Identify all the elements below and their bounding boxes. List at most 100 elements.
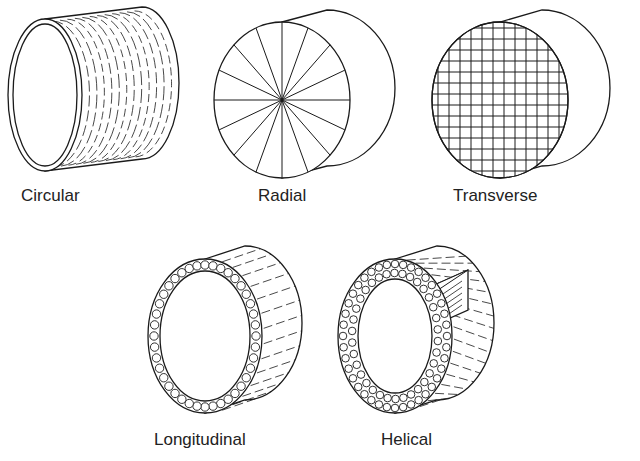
fiber-end: [231, 274, 239, 282]
fiber-end: [353, 361, 361, 369]
grid-line: [432, 28, 568, 29]
fiber-hatch: [257, 286, 295, 299]
fiber-end: [407, 391, 415, 399]
grid-line: [432, 171, 568, 172]
fiber-end: [251, 321, 259, 329]
fiber-hatch: [97, 16, 134, 162]
fiber-end: [349, 290, 357, 298]
fiber-end: [354, 383, 362, 391]
cylinder-end-face: [8, 19, 82, 171]
grid-line: [493, 22, 494, 178]
fiber-end: [357, 295, 365, 303]
radial-fiber: [282, 100, 330, 155]
grid-line: [537, 22, 538, 178]
fiber-end: [434, 337, 442, 345]
grid-line: [432, 138, 568, 139]
panel-label: Circular: [21, 186, 80, 206]
fiber-end: [407, 401, 415, 409]
fiber-hatch: [407, 256, 466, 260]
fiber-end: [209, 262, 217, 270]
fiber-end: [420, 285, 428, 293]
fiber-end: [438, 300, 446, 308]
fiber-end: [384, 394, 392, 402]
fiber-end: [407, 264, 415, 272]
fiber-end: [150, 343, 158, 351]
fiber-end: [249, 354, 257, 362]
fiber-end: [433, 349, 441, 357]
fiber-end: [348, 339, 356, 347]
fiber-end: [441, 310, 449, 318]
grid-line: [471, 22, 472, 178]
fiber-end: [406, 273, 414, 281]
grid-line: [482, 22, 483, 178]
fiber-end: [246, 364, 254, 372]
fiber-hatch: [222, 249, 260, 262]
fiber-end: [443, 343, 451, 351]
fiber-end: [354, 281, 362, 289]
fiber-hatch: [233, 254, 271, 267]
helical-cylinder: [338, 246, 494, 413]
fiber-end: [217, 399, 225, 407]
grid-line: [504, 22, 505, 178]
fiber-end: [201, 403, 209, 411]
fiber-end: [443, 321, 451, 329]
fiber-end: [375, 401, 383, 409]
fiber-end: [375, 264, 383, 272]
grid-line: [432, 149, 568, 150]
fiber-end: [422, 390, 430, 398]
grid-line: [432, 160, 568, 161]
cylinder-end-outline: [432, 22, 568, 178]
fiber-end: [185, 264, 193, 272]
fiber-end: [421, 378, 429, 386]
panel-label: Helical: [381, 430, 432, 450]
circular-cylinder: [8, 7, 179, 171]
fiber-end: [224, 269, 232, 277]
fiber-end: [383, 403, 391, 411]
grid-line: [432, 50, 568, 51]
fiber-end: [237, 282, 245, 290]
fiber-end: [251, 343, 259, 351]
grid-line: [515, 22, 516, 178]
fiber-end: [432, 314, 440, 322]
fiber-end: [152, 310, 160, 318]
grid-line: [526, 22, 527, 178]
fiber-end: [399, 270, 407, 278]
fiber-end: [155, 364, 163, 372]
fiber-end: [428, 383, 436, 391]
radial-fiber: [282, 45, 330, 100]
fiber-hatch: [251, 273, 289, 286]
grid-line: [432, 61, 568, 62]
fiber-hatch: [261, 346, 299, 359]
fiber-end: [391, 260, 399, 268]
cylinder-end-face: [432, 22, 568, 178]
radial-fiber: [282, 100, 283, 178]
fiber-end: [362, 286, 370, 294]
fiber-hatch: [452, 315, 494, 329]
fiber-end: [193, 402, 201, 410]
radial-fiber: [214, 100, 282, 101]
fiber-hatch: [264, 331, 302, 344]
fiber-end: [246, 300, 254, 308]
fiber-end: [340, 321, 348, 329]
grid-line: [460, 22, 461, 178]
fiber-end: [434, 326, 442, 334]
fiber-end: [369, 386, 377, 394]
fiber-end: [433, 375, 441, 383]
fiber-hatch: [435, 393, 458, 394]
fiber-end: [242, 374, 250, 382]
radial-fiber: [234, 100, 282, 155]
fiber-end: [193, 262, 201, 270]
fiber-end: [414, 385, 422, 393]
fiber-end: [209, 402, 217, 410]
fiber-end: [201, 261, 209, 269]
fiber-end: [171, 389, 179, 397]
fiber-end: [252, 332, 260, 340]
fiber-end: [342, 354, 350, 362]
fiber-hatch: [242, 263, 280, 276]
fiber-end: [165, 382, 173, 390]
panel-label: Radial: [258, 186, 306, 206]
fiber-end: [340, 343, 348, 351]
panel-label: Transverse: [453, 186, 537, 206]
fiber-end: [392, 395, 400, 403]
